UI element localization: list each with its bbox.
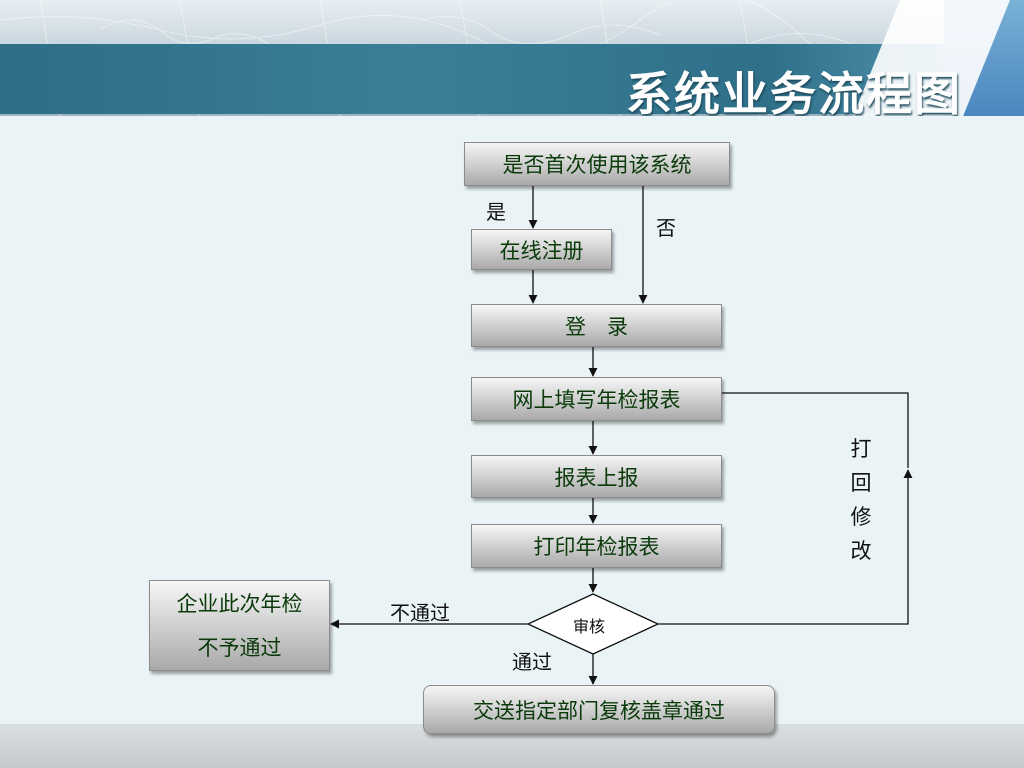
node-final-label: 交送指定部门复核盖章通过 [473, 698, 725, 723]
review-diamond [526, 593, 660, 655]
node-submit-label: 报表上报 [554, 465, 639, 490]
edge-review-return [658, 469, 913, 625]
edge-label-yes: 是 [486, 200, 506, 224]
return-char-2: 回 [850, 471, 872, 495]
edge-return-to-fill [722, 392, 909, 468]
return-char-4: 改 [850, 539, 872, 563]
node-login-label: 登 录 [565, 314, 628, 339]
node-fill-form: 网上填写年检报表 [471, 377, 722, 421]
node-reject: 企业此次年检 不予通过 [149, 580, 330, 671]
node-reject-line1: 企业此次年检 [176, 591, 303, 616]
slide-title: 系统业务流程图 [626, 67, 962, 116]
node-review-label: 审核 [573, 617, 606, 636]
header-banner: 系统业务流程图 [0, 0, 1024, 116]
return-char-1: 打 [850, 437, 872, 461]
edge-label-fail: 不通过 [390, 601, 450, 625]
node-first-use-label: 是否首次使用该系统 [502, 153, 692, 177]
node-register: 在线注册 [471, 229, 612, 270]
node-register-label: 在线注册 [499, 238, 584, 263]
edge-label-no: 否 [656, 216, 676, 240]
node-final: 交送指定部门复核盖章通过 [423, 685, 775, 734]
node-fill-form-label: 网上填写年检报表 [512, 388, 681, 412]
node-print-label: 打印年检报表 [533, 535, 660, 559]
node-first-use: 是否首次使用该系统 [464, 142, 730, 186]
node-print: 打印年检报表 [471, 524, 722, 568]
title-band [0, 44, 1024, 114]
return-char-3: 修 [850, 505, 872, 529]
node-submit: 报表上报 [471, 455, 722, 498]
node-login: 登 录 [471, 304, 722, 347]
edge-label-pass: 通过 [512, 650, 552, 674]
node-reject-line2: 不予通过 [197, 635, 282, 660]
edge-label-return: 打 回 修 改 [849, 432, 873, 568]
